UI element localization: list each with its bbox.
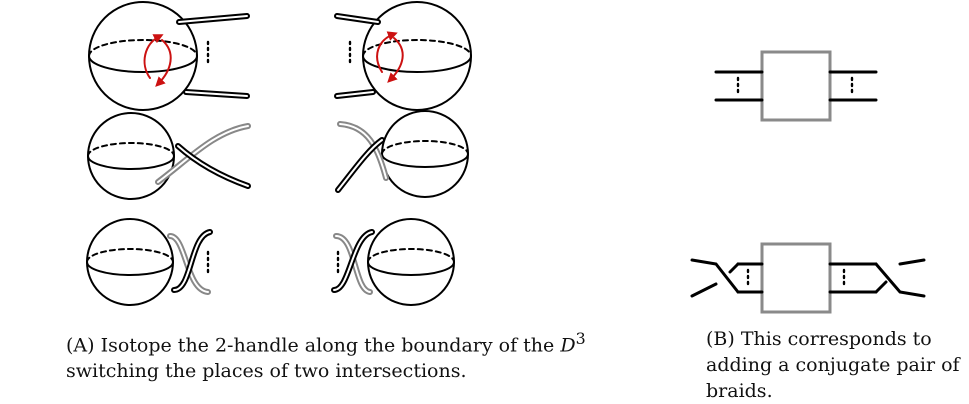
caption-a-math: D bbox=[560, 334, 576, 357]
handle-band-row1-left bbox=[176, 13, 250, 99]
panel-b-diagram bbox=[690, 50, 926, 314]
handle-band-row3-right bbox=[331, 229, 375, 295]
sphere-row3-left bbox=[86, 218, 174, 306]
figure-canvas bbox=[86, 1, 926, 314]
sphere-row2-right bbox=[381, 110, 469, 198]
sphere-row3-right bbox=[367, 218, 455, 306]
rotation-arrows-row1-right bbox=[376, 31, 404, 83]
caption-b-text: This corresponds to adding a conjugate p… bbox=[706, 328, 960, 402]
sphere-row1-left bbox=[88, 1, 198, 111]
rotation-arrows-row1-left bbox=[143, 34, 172, 87]
sphere-row1-right bbox=[362, 1, 472, 111]
handle-band-row1-right bbox=[334, 13, 381, 99]
caption-a-text-pre: Isotope the 2-handle along the boundary … bbox=[100, 334, 561, 357]
handle-band-row3-left bbox=[167, 229, 213, 295]
caption-a-sup: 3 bbox=[575, 329, 586, 348]
handle-band-row2-left bbox=[155, 123, 251, 189]
sphere-row2-left bbox=[87, 112, 175, 200]
box-top bbox=[714, 50, 878, 122]
caption-panel-b: (B) This corresponds to adding a conjuga… bbox=[706, 326, 969, 404]
handle-band-row2-right bbox=[335, 121, 389, 193]
box-bottom-braids bbox=[690, 242, 926, 314]
caption-a-label: (A) bbox=[66, 334, 95, 357]
caption-panel-a: (A) Isotope the 2-handle along the bound… bbox=[66, 326, 586, 384]
caption-a-text-post: switching the places of two intersection… bbox=[66, 360, 467, 383]
caption-b-label: (B) bbox=[706, 328, 735, 350]
panel-a-diagram bbox=[86, 1, 472, 306]
